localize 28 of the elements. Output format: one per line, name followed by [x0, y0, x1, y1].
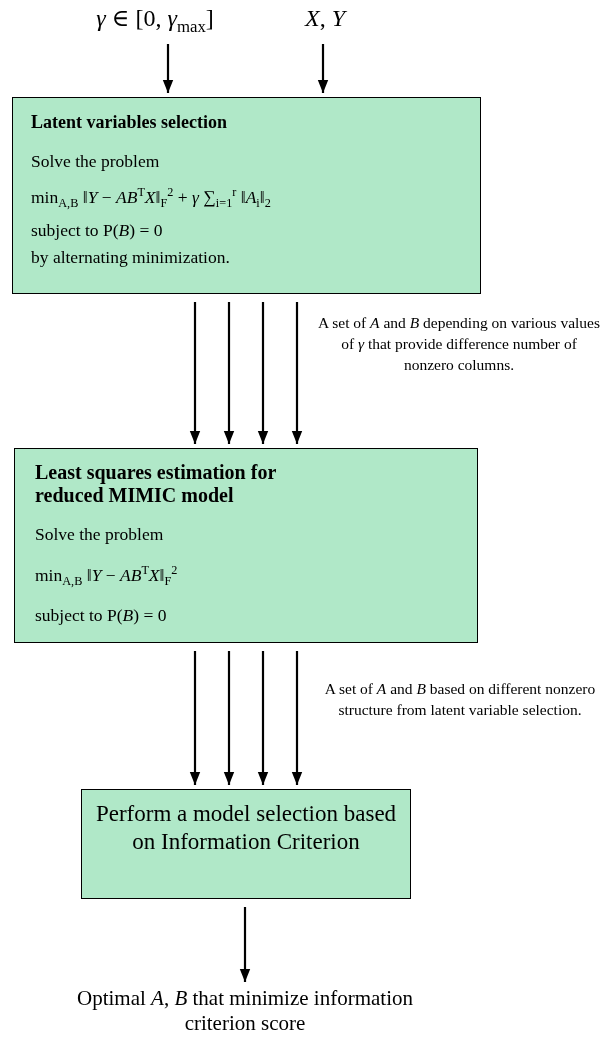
arrow [162, 44, 174, 93]
input-label: γ ∈ [0, γ$_{max}$] [95, 4, 215, 37]
arrow [291, 651, 303, 785]
arrow [223, 651, 235, 785]
arrow [317, 44, 329, 93]
arrow [291, 302, 303, 444]
box-text: Perform a model selection based on Information Criterion [94, 800, 398, 856]
annotation-text: A set of A and B depending on various values of γ that provide difference number of nonzero columns. [318, 313, 600, 375]
body-text: subject to P(B) = 0 [35, 604, 168, 628]
body-text: Solve the problem [31, 149, 161, 173]
box-heading: Least squares estimation for reduced MIMIC model [35, 461, 277, 507]
arrow [257, 651, 269, 785]
output-label: Optimal A, B that minimize information criterion score [76, 986, 414, 1037]
arrow [223, 302, 235, 444]
process-box [14, 448, 478, 643]
body-text: Solve the problem [35, 523, 165, 546]
process-box [12, 97, 481, 294]
annotation-text: A set of A and B based on different nonzero structure from latent variable selection. [323, 679, 597, 720]
process-box [81, 789, 411, 899]
arrow [189, 651, 201, 785]
box-heading: Latent variables selection [31, 112, 228, 133]
body-text: subject to P(B) = 0 [31, 219, 164, 242]
arrow [257, 302, 269, 444]
input-label: X, Y [303, 4, 348, 33]
body-text: by alternating minimization. [31, 246, 231, 269]
body-text: min$_{A,B}$ ‖Y − AB$^{T}$X‖$_{F}$$^{2}$ + γ ∑$_{i=1}$$^{r}$ ‖A$_{i}$‖$_{2}$ [31, 183, 272, 212]
arrow [239, 907, 251, 982]
arrow [189, 302, 201, 444]
